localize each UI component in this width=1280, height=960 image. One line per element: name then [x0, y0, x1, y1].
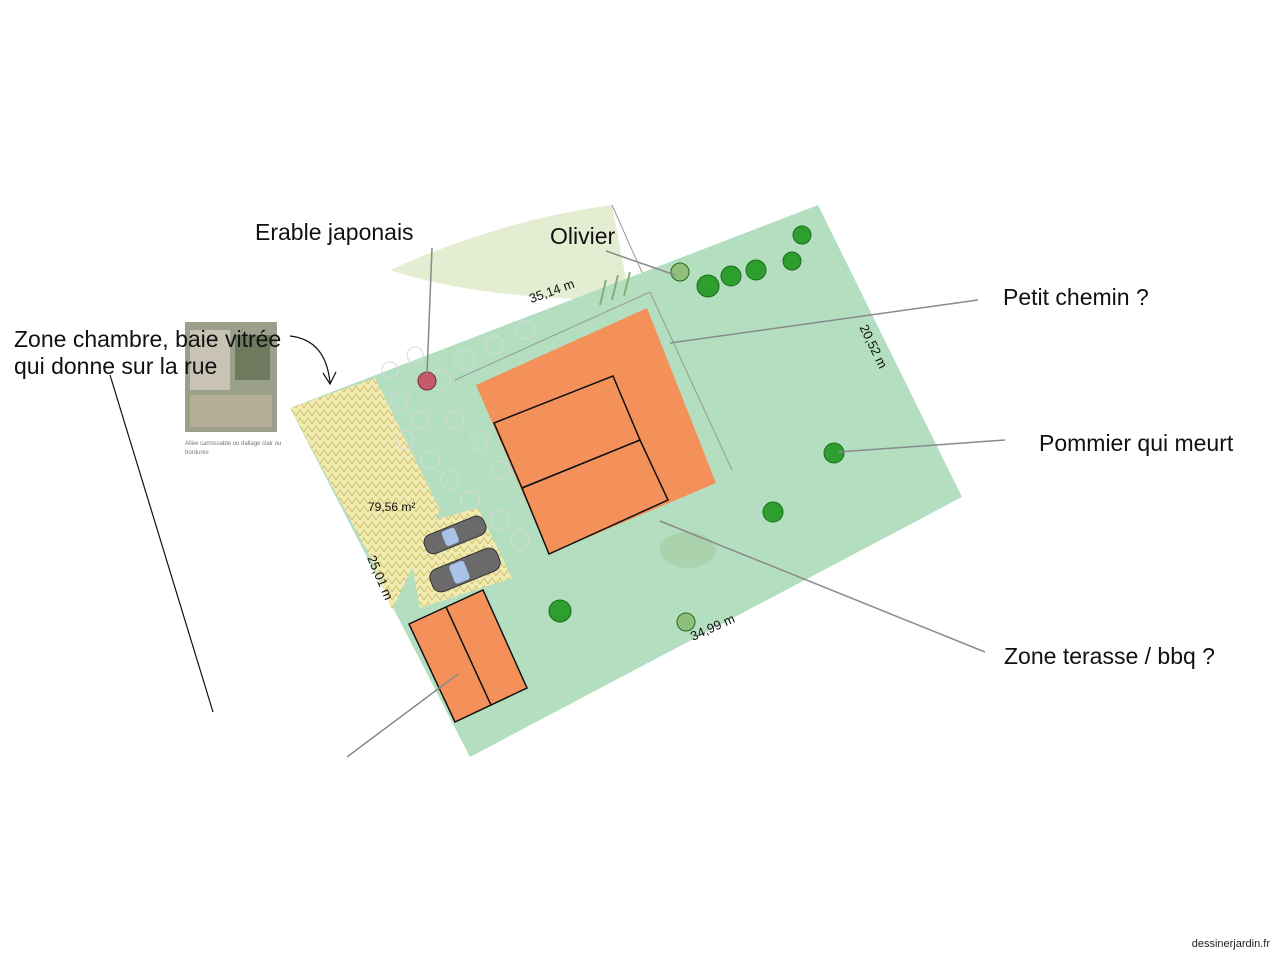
house-room-2 [521, 439, 670, 556]
label-petit-chemin: Petit chemin ? [1003, 284, 1149, 310]
pond-shape [660, 532, 716, 568]
main-house [476, 308, 716, 554]
leader-lines [346, 247, 1006, 758]
label-pommier: Pommier qui meurt [1039, 430, 1234, 456]
car-2 [429, 547, 501, 593]
chambre-leader-line [109, 374, 214, 713]
car-1 [423, 515, 487, 555]
garage-divider [445, 606, 492, 706]
photo-caption: Allée carrossable ou dallage clair ou bo… [185, 441, 282, 456]
path-line [454, 291, 651, 381]
parking-area-label: 79,56 m² [368, 500, 416, 514]
label-erable-japonais: Erable japonais [255, 219, 414, 245]
label-zone-chambre-line2: qui donne sur la rue [14, 353, 218, 379]
label-zone-chambre-line1: Zone chambre, baie vitrée [14, 326, 282, 352]
path-line-2 [649, 291, 733, 471]
chambre-arrow [289, 335, 331, 384]
erable-tree-icon [417, 371, 437, 391]
olive-crown-shape [390, 205, 630, 300]
olive-hedge [599, 271, 631, 306]
footer-brand[interactable]: dessinerjardin.fr [1191, 938, 1270, 950]
label-olivier: Olivier [550, 223, 616, 249]
label-zone-terasse: Zone terasse / bbq ? [1004, 643, 1215, 669]
planting-circles [381, 320, 535, 550]
gravel-strip [290, 378, 440, 610]
trees [548, 225, 845, 632]
garage-outline [407, 589, 528, 723]
